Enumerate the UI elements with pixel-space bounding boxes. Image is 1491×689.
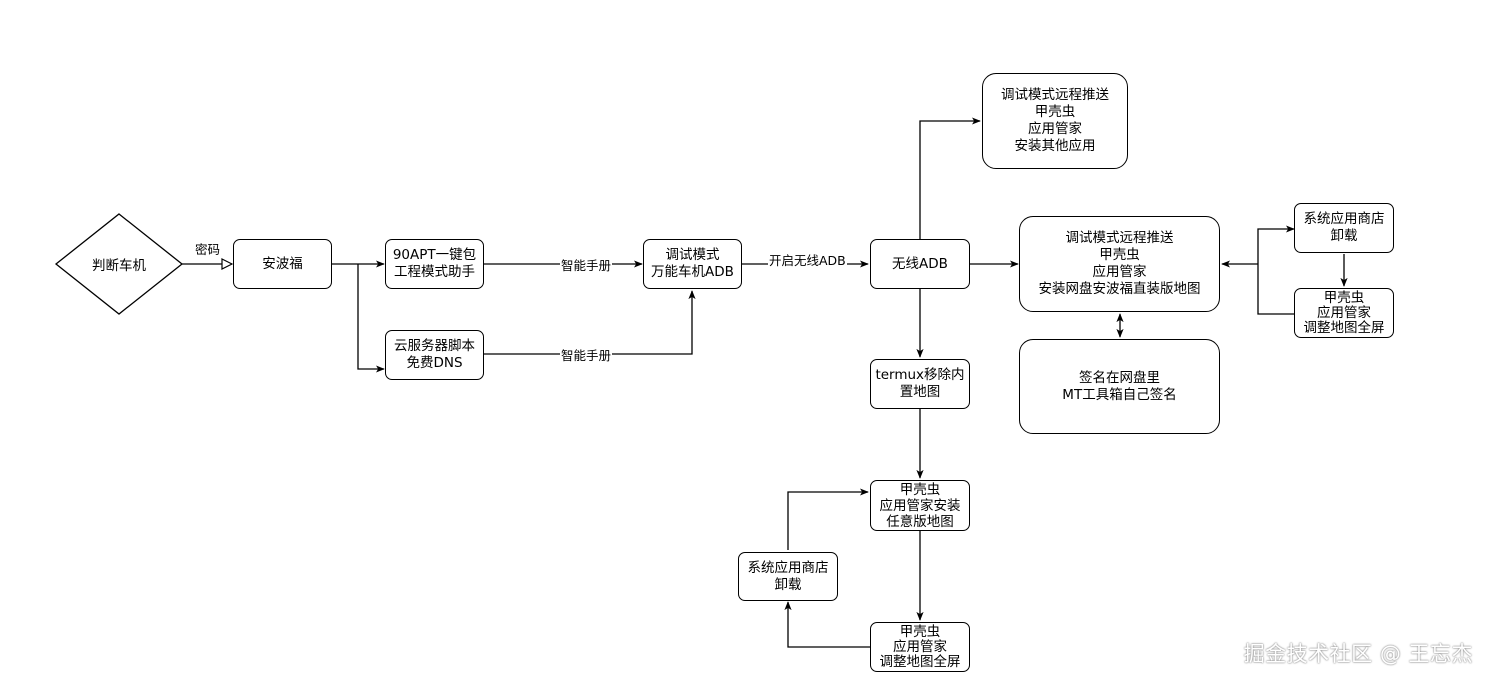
node-push-mid-line-1: 调试模式远程推送 bbox=[1065, 230, 1174, 246]
node-wireless-label: 无线ADB bbox=[892, 255, 948, 272]
node-termux-line-2: 置地图 bbox=[899, 384, 941, 400]
node-cloud-line-1: 云服务器脚本 bbox=[394, 338, 475, 354]
watermark: 掘金技术社区 @ 王忘杰 bbox=[1243, 642, 1473, 666]
node-beetle-install-line-1: 甲壳虫 bbox=[899, 481, 941, 498]
node-sign: 签名在网盘里 MT工具箱自己签名 bbox=[1019, 339, 1220, 434]
node-anbofu-label: 安波福 bbox=[262, 255, 303, 272]
node-anbofu: 安波福 bbox=[233, 239, 332, 289]
edge-label-smart-manual-2: 智能手册 bbox=[560, 348, 613, 363]
node-push-top-line-4: 安装其他应用 bbox=[1014, 138, 1096, 154]
node-sign-line-1: 签名在网盘里 bbox=[1079, 369, 1160, 386]
node-push-mid-line-3: 应用管家 bbox=[1092, 264, 1147, 280]
node-sign-line-2: MT工具箱自己签名 bbox=[1062, 386, 1177, 403]
node-push-mid-line-4: 安装网盘安波福直装版地图 bbox=[1038, 281, 1201, 297]
node-store-bottom-line-2: 卸载 bbox=[774, 576, 802, 593]
edge-anbofu-cloud bbox=[357, 264, 385, 373]
node-beetle-right: 甲壳虫 应用管家 调整地图全屏 bbox=[1294, 288, 1394, 338]
node-push-top-line-1: 调试模式远程推送 bbox=[1001, 87, 1109, 103]
node-beetle-bottom-line-2: 应用管家 bbox=[893, 638, 947, 655]
node-apt-line-1: 90APT一键包 bbox=[392, 247, 477, 263]
node-beetle-bottom-line-1: 甲壳虫 bbox=[899, 623, 941, 640]
node-beetle-bottom: 甲壳虫 应用管家 调整地图全屏 bbox=[870, 622, 970, 672]
node-store-bottom: 系统应用商店 卸载 bbox=[738, 552, 838, 601]
node-cloud-line-2: 免费DNS bbox=[406, 355, 463, 371]
node-beetle-bottom-line-3: 调整地图全屏 bbox=[879, 653, 961, 670]
node-debug-mode: 调试模式 万能车机ADB bbox=[643, 239, 742, 289]
node-store-right-line-1: 系统应用商店 bbox=[1303, 211, 1385, 227]
node-apt-line-2: 工程模式助手 bbox=[394, 264, 475, 280]
edge-wireless-pushtop bbox=[919, 117, 981, 239]
decision-diamond bbox=[54, 213, 184, 315]
node-push-top-line-3: 应用管家 bbox=[1028, 121, 1082, 137]
node-store-bottom-line-1: 系统应用商店 bbox=[747, 559, 829, 576]
edge-beetlebottom-storebottom bbox=[784, 601, 870, 648]
node-apt-package: 90APT一键包 工程模式助手 bbox=[385, 239, 484, 289]
node-debug-line-1: 调试模式 bbox=[665, 247, 720, 263]
node-push-mid: 调试模式远程推送 甲壳虫 应用管家 安装网盘安波福直装版地图 bbox=[1019, 216, 1220, 312]
node-beetle-install: 甲壳虫 应用管家安装 任意版地图 bbox=[870, 480, 970, 531]
node-beetle-right-line-3: 调整地图全屏 bbox=[1303, 319, 1385, 336]
edge-label-smart-manual-1: 智能手册 bbox=[560, 258, 613, 273]
edge-label-password: 密码 bbox=[194, 242, 222, 257]
edge-rightgroup-bracket bbox=[1257, 225, 1295, 315]
node-push-top-line-2: 甲壳虫 bbox=[1034, 104, 1076, 120]
node-beetle-install-line-2: 应用管家安装 bbox=[879, 497, 961, 514]
edge-storebottom-install bbox=[787, 488, 869, 550]
node-beetle-install-line-3: 任意版地图 bbox=[886, 513, 954, 530]
node-cloud-script: 云服务器脚本 免费DNS bbox=[385, 330, 484, 380]
node-wireless-adb: 无线ADB bbox=[870, 239, 970, 289]
edge-cloud-debug bbox=[484, 290, 696, 355]
node-push-top: 调试模式远程推送 甲壳虫 应用管家 安装其他应用 bbox=[982, 73, 1128, 169]
node-beetle-right-line-1: 甲壳虫 bbox=[1323, 289, 1365, 306]
node-debug-line-2: 万能车机ADB bbox=[651, 264, 734, 280]
node-push-mid-line-2: 甲壳虫 bbox=[1099, 247, 1140, 263]
edge-label-open-wireless: 开启无线ADB bbox=[768, 253, 847, 268]
node-store-right: 系统应用商店 卸载 bbox=[1294, 203, 1394, 253]
node-store-right-line-2: 卸载 bbox=[1330, 228, 1358, 244]
decision-judge-label: 判断车机 bbox=[92, 258, 146, 274]
node-beetle-right-line-2: 应用管家 bbox=[1317, 304, 1371, 321]
node-termux-line-1: termux移除内 bbox=[875, 367, 965, 383]
node-termux: termux移除内 置地图 bbox=[870, 359, 970, 409]
